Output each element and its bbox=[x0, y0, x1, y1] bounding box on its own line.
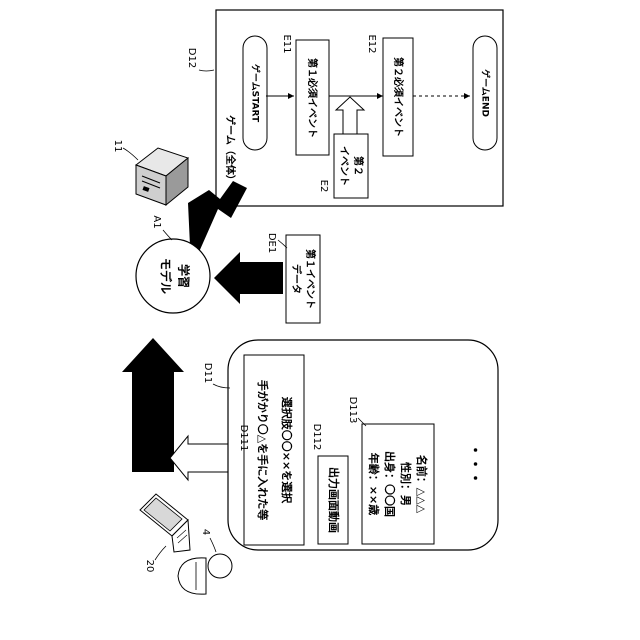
user-ref: 4 bbox=[200, 529, 211, 535]
profile-ref: D113 bbox=[347, 397, 358, 424]
game-start-label: ゲームSTART bbox=[250, 64, 262, 123]
player-data-ref: D11 bbox=[202, 363, 213, 383]
server-ref: 11 bbox=[112, 140, 123, 153]
second-event-label-1: 第２ bbox=[352, 156, 365, 176]
second-event-ref: E2 bbox=[318, 180, 329, 193]
profile-line-2: 性別：男 bbox=[399, 462, 413, 506]
event1-ref: E11 bbox=[281, 34, 292, 53]
output-video-ref: D112 bbox=[311, 424, 322, 451]
terminal-leader bbox=[155, 546, 166, 560]
server-icon bbox=[136, 148, 188, 205]
user-leader bbox=[210, 538, 216, 552]
choice-history-line-1: 選択肢〇〇××を選択 bbox=[280, 397, 294, 504]
laptop-icon bbox=[140, 494, 190, 552]
profile-line-1: 名前：△△△ bbox=[415, 455, 429, 514]
choice-history-ref: D111 bbox=[238, 425, 249, 452]
more-items-ellipsis: ・・・ bbox=[466, 443, 482, 485]
learning-model-leader bbox=[163, 230, 172, 240]
learning-model-ref: A1 bbox=[151, 215, 162, 228]
choice-history-box bbox=[244, 355, 304, 545]
game-structure-ref: D12 bbox=[186, 48, 197, 68]
event-data-ref: DE1 bbox=[266, 233, 277, 253]
game-whole-label: ゲーム（全体） bbox=[224, 115, 237, 185]
event-data-arrow bbox=[214, 252, 283, 304]
event2-label: 第２必須イベント bbox=[392, 57, 405, 137]
learning-model-label-1: 学習 bbox=[177, 264, 192, 288]
event-data-label-1: 第１イベント bbox=[304, 249, 317, 309]
server-leader bbox=[123, 148, 138, 160]
game-structure-leader bbox=[199, 70, 214, 71]
profile-line-3: 出身：〇〇国 bbox=[383, 451, 397, 517]
learning-model-label-2: モデル bbox=[159, 258, 174, 294]
terminal-ref: 20 bbox=[144, 560, 155, 573]
second-event-label-2: イベント bbox=[338, 146, 350, 186]
game-end-label: ゲームEND bbox=[480, 69, 492, 117]
event2-ref: E12 bbox=[366, 34, 377, 53]
user-icon bbox=[178, 554, 232, 594]
profile-line-4: 年齢：××歳 bbox=[367, 453, 381, 515]
event-data-label-2: データ bbox=[290, 264, 303, 294]
choice-history-line-2: 手がかり〇△を手に入れた等 bbox=[256, 380, 270, 520]
event1-label: 第１必須イベント bbox=[306, 58, 319, 138]
output-video-label: 出力画面動画 bbox=[327, 467, 341, 533]
